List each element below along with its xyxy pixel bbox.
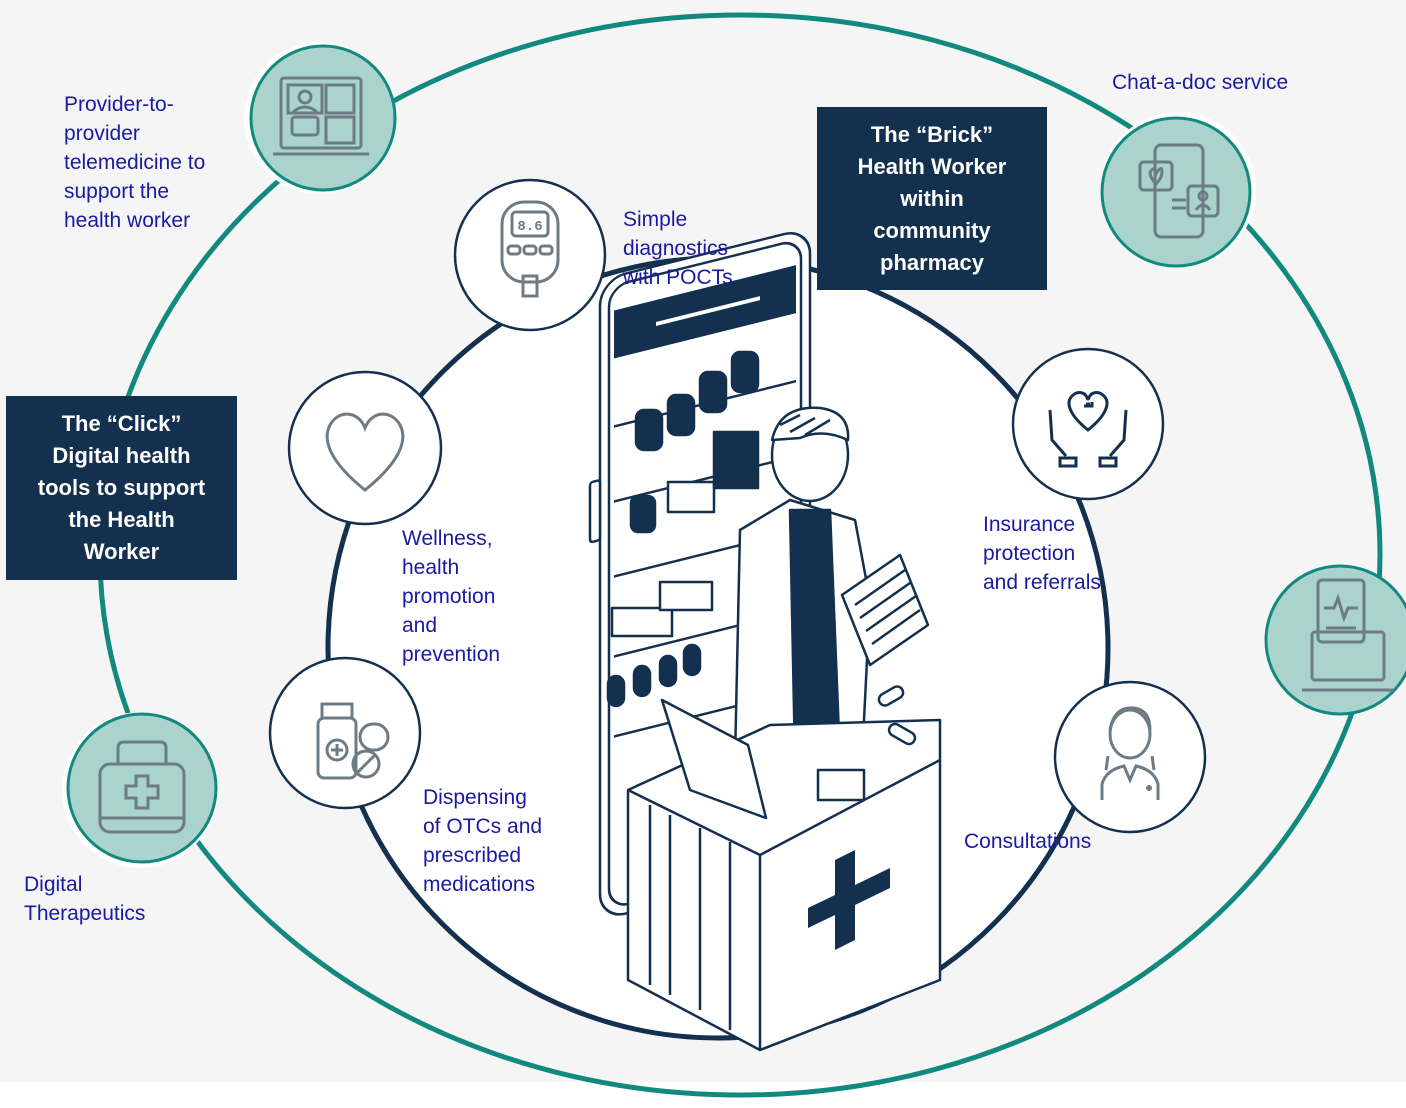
dispensing-label: Dispensing of OTCs and prescribed medica… xyxy=(423,786,543,896)
outer-icon-telemedicine xyxy=(244,42,397,194)
medicine-bottle-icon xyxy=(316,702,390,780)
outer-icon-therapeutics xyxy=(62,712,218,868)
hands-heart-icon xyxy=(1048,391,1128,468)
diagnostics-label: Simple diagnostics with POCTs xyxy=(623,208,733,289)
chat-a-doc-label: Chat-a-doc service xyxy=(1112,71,1289,94)
digital-therapeutics-label: Digital Therapeutics xyxy=(24,873,146,925)
brick-title-box: The “Brick” Health Worker within communi… xyxy=(817,107,1047,290)
glucometer-reading: 8.6 xyxy=(517,219,542,235)
inner-icon-insurance xyxy=(1011,347,1165,501)
insurance-label: Insurance protection and referrals xyxy=(983,513,1101,594)
laptop-record-icon xyxy=(1302,578,1394,692)
outer-icon-chat xyxy=(1100,112,1256,268)
inner-icon-wellness xyxy=(287,370,443,526)
telemedicine-laptop-icon xyxy=(273,76,369,156)
wellness-label: Wellness, health promotion and preventio… xyxy=(402,527,501,666)
medical-kit-icon xyxy=(98,740,186,834)
inner-icon-diagnostics: 8.6 xyxy=(453,178,607,332)
doctor-icon xyxy=(1100,706,1160,800)
chat-phone-icon xyxy=(1138,143,1220,239)
inner-icon-consultations xyxy=(1053,680,1207,834)
outer-icon-laptop-record xyxy=(1264,564,1406,716)
telemedicine-label: Provider-to- provider telemedicine to su… xyxy=(64,93,206,232)
heart-icon xyxy=(325,412,405,492)
inner-icon-dispensing xyxy=(268,656,422,810)
click-title-box: The “Click” Digital health tools to supp… xyxy=(6,396,237,580)
pharmacy-illustration xyxy=(588,232,942,1052)
consultations-label: Consultations xyxy=(964,830,1092,853)
glucometer-icon xyxy=(500,200,560,298)
